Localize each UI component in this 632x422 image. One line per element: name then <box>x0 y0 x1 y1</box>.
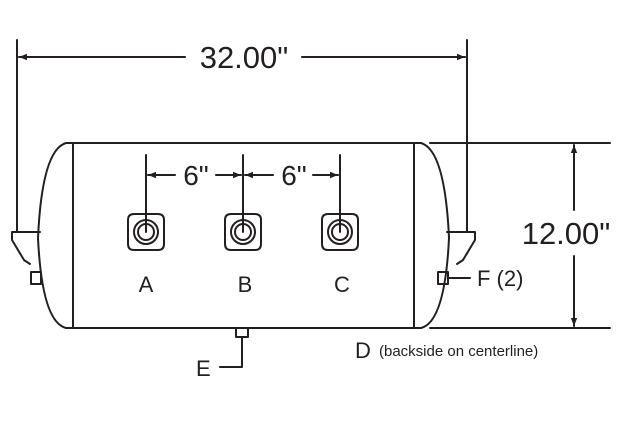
right-mounting-bracket <box>446 231 476 265</box>
port-a-label: A <box>139 272 154 297</box>
diameter-label: 12.00" <box>522 216 611 251</box>
left-f-port <box>30 271 42 285</box>
port-b-fitting <box>224 213 262 251</box>
tank-right-head <box>420 142 450 329</box>
left-mounting-bracket <box>11 231 41 265</box>
d-callout-note: (backside on centerline) <box>379 343 538 360</box>
tank-left-head <box>37 142 67 329</box>
port-b-label: B <box>238 272 253 297</box>
overall-length-label: 32.00" <box>200 40 289 75</box>
spacing-ab-label: 6" <box>183 160 209 191</box>
port-c-label: C <box>334 272 350 297</box>
e-callout-label: E <box>196 356 211 381</box>
port-c-fitting <box>321 213 359 251</box>
spacing-bc-label: 6" <box>281 160 307 191</box>
e-leader-line <box>219 336 243 368</box>
f-callout-label: F (2) <box>477 266 523 291</box>
e-drain-port <box>235 327 249 338</box>
d-callout-letter: D <box>355 338 371 363</box>
port-a-fitting <box>127 213 165 251</box>
